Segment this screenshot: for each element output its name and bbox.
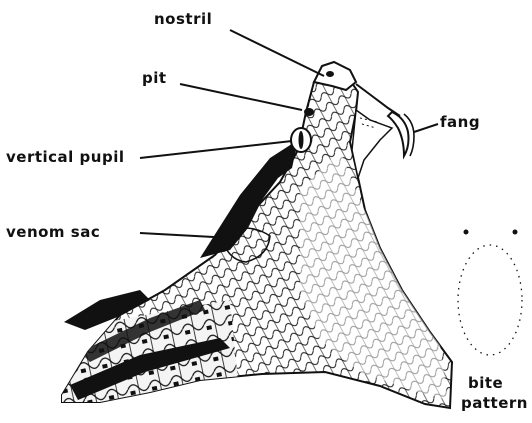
label-bite: bite (468, 376, 503, 391)
loreal-pit (304, 108, 314, 116)
label-fang: fang (440, 115, 480, 130)
upper-jaw (356, 84, 400, 116)
label-pattern: pattern (461, 396, 528, 411)
label-pit: pit (142, 71, 167, 86)
leader-pit (180, 84, 302, 110)
label-venom-sac: venom sac (6, 225, 100, 240)
leader-nostril (230, 30, 324, 76)
nostril-opening (326, 71, 334, 77)
fang-tooth (388, 112, 409, 156)
eye (291, 128, 311, 152)
label-vertical-pupil: vertical pupil (6, 150, 124, 165)
bite-pattern-figure (458, 230, 522, 356)
leader-fang (414, 124, 438, 132)
label-nostril: nostril (154, 12, 212, 27)
mouth-interior (352, 110, 392, 178)
leader-pupil (140, 141, 292, 158)
